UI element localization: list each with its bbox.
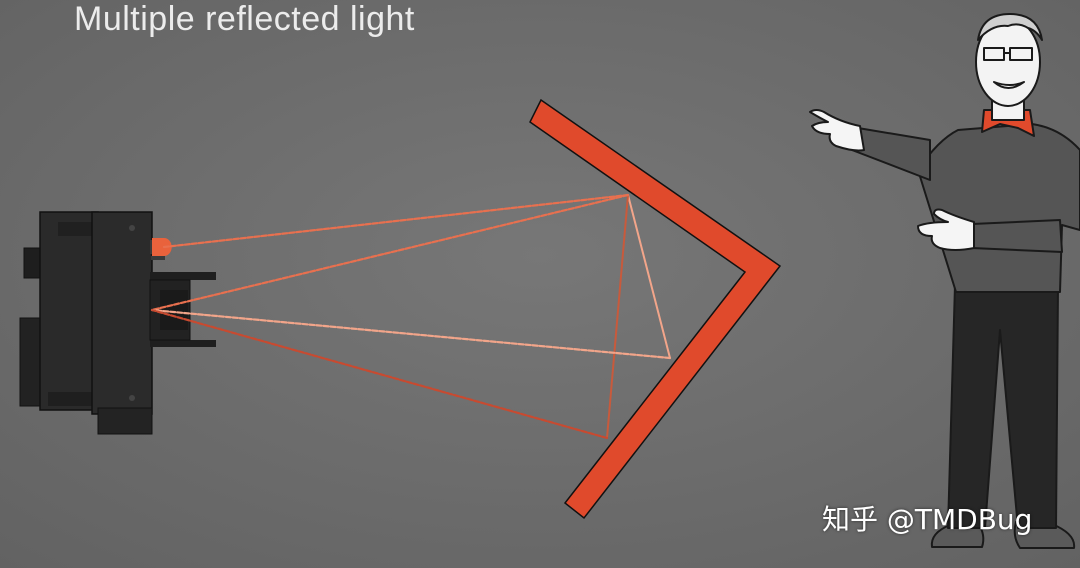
zhihu-watermark: 知乎 @TMDBug [822, 503, 1033, 536]
light-beams [150, 193, 672, 440]
beam-return-3 [150, 308, 609, 440]
beam-reflect-1 [627, 194, 671, 359]
corner-reflector-icon [529, 98, 782, 520]
distance-sensor-icon [19, 211, 216, 435]
beam-reflect-2 [606, 194, 629, 439]
beam-return-2 [150, 308, 672, 360]
beam-emitted [162, 193, 630, 249]
diagram-title: Multiple reflected light [74, 0, 415, 38]
presenter-person-icon [809, 13, 1080, 549]
beam-return-1 [150, 193, 630, 312]
emitter-led [150, 238, 172, 260]
